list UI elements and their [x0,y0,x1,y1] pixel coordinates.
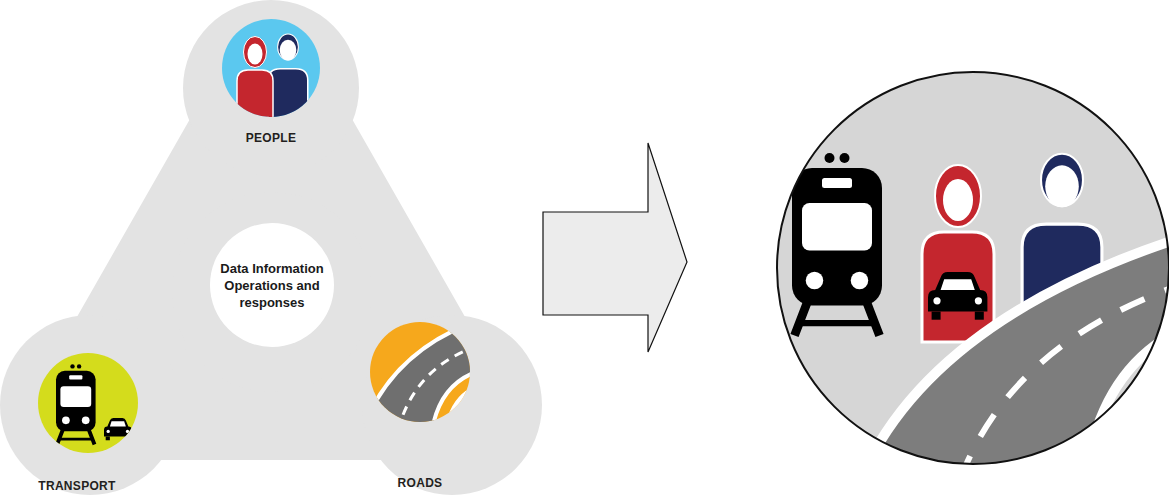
transport-icon [38,353,138,453]
lobe-label: TRANSPORT [22,477,132,495]
category-label: TRANSPORT [38,479,115,493]
lobe-label: ROADS [370,474,470,492]
category-label: PEOPLE [246,131,296,145]
lobe-label: PEOPLE [221,129,321,147]
trefoil-ground [0,0,542,495]
category-label: ROADS [398,476,443,490]
outline-arrow [543,143,687,352]
hub-text: Data Information Operations and response… [220,260,324,311]
hub-circle: Data Information Operations and response… [210,223,334,347]
